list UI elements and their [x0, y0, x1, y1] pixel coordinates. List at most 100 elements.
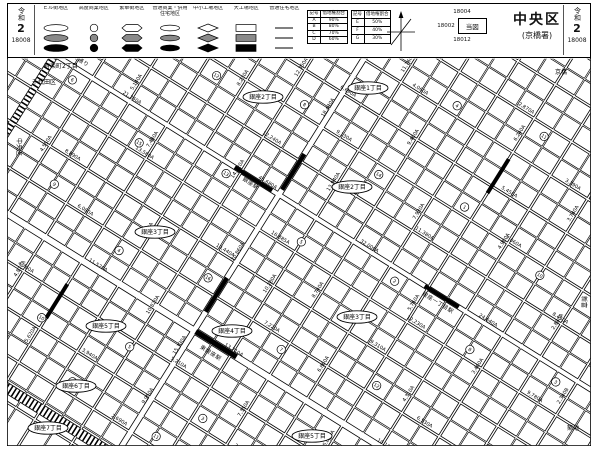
district-oval-label: 銀座5丁目 — [92, 322, 120, 330]
district-oval — [85, 319, 127, 333]
legend-item: 繁華街地区 — [113, 6, 150, 56]
block-number-circle — [276, 344, 286, 355]
block-number: 16 — [204, 274, 212, 282]
block-number: 13 — [222, 170, 230, 178]
district-oval — [336, 310, 378, 324]
district-oval — [55, 379, 97, 393]
block-number: 10 — [535, 272, 543, 280]
block-number: 9 — [51, 181, 57, 188]
block-number-circle — [211, 71, 222, 81]
legend-item-label: 中小工場地区 — [193, 6, 224, 11]
area-label: 京橋 — [555, 68, 567, 76]
block-number: 10 — [37, 314, 45, 322]
block-number: 3 — [553, 379, 559, 386]
station-bars — [44, 152, 511, 360]
block-number-circle — [67, 75, 77, 85]
block-number-circle — [203, 273, 213, 283]
district-oval-label: 銀座5丁目 — [298, 432, 326, 440]
block-number-circle — [151, 431, 161, 442]
legend-item-label: ビル街地区 — [43, 6, 69, 11]
legend-item-label: 大工場地区 — [233, 6, 259, 11]
legend-item: 普通商業・併用住宅地区 — [151, 6, 188, 56]
district-oval — [211, 324, 253, 338]
rate-table-cell: 60% — [320, 36, 348, 44]
district-oval-label: 銀座6丁目 — [62, 382, 90, 390]
block-number-circle — [452, 101, 462, 111]
block-number: 5 — [298, 239, 304, 246]
area-label: 有楽町2丁目 — [44, 62, 78, 70]
district-ovals: 銀座1丁目銀座2丁目銀座2丁目銀座3丁目銀座3丁目銀座4丁目銀座5丁目銀座5丁目… — [27, 81, 389, 443]
rate-table-cell: D — [307, 36, 321, 44]
nav-current-map: 当図 — [457, 18, 487, 34]
district-oval-label: 銀座3丁目 — [343, 313, 371, 321]
block-number: 11 — [152, 433, 160, 441]
district-oval — [27, 421, 69, 435]
rate-table-header: 借地権割合 — [320, 10, 348, 18]
station-bar — [194, 329, 238, 360]
nav-neighbor-bottom[interactable]: 18012 — [453, 37, 471, 43]
block-number-circle — [221, 169, 231, 179]
station-bar — [203, 276, 229, 313]
page-subtitle: (京橋署) — [521, 31, 553, 40]
rate-table-header: 記号 — [350, 9, 365, 20]
station-bar — [423, 284, 460, 309]
era-block-right: 令和 2 18008 — [563, 5, 590, 55]
page-title: 中央区 — [513, 12, 561, 28]
district-oval-label: 銀座2丁目 — [249, 93, 277, 101]
block-number-circle — [374, 170, 384, 180]
district-oval-label: 銀座7丁目 — [34, 424, 62, 432]
legend-item: 普通住宅地区 — [266, 6, 303, 56]
block-number: 15 — [135, 139, 143, 147]
page-number: 18008 — [567, 37, 587, 44]
page-number: 18008 — [11, 37, 31, 44]
rate-table-cell: 30% — [363, 34, 391, 44]
nav-neighbor-top[interactable]: 18004 — [453, 9, 471, 15]
district-oval — [242, 90, 284, 104]
district-oval — [134, 225, 176, 239]
map-nav: 18004 18002 当図 18012 — [425, 9, 499, 55]
district-oval-label: 銀座1丁目 — [354, 84, 382, 92]
district-oval — [291, 429, 333, 443]
district-legend: ビル街地区 高度商業地区繁華街地区普通商業・併用住宅地区中小工場地区 大工場地区 普通… — [37, 6, 303, 56]
legend-item-label: 高度商業地区 — [78, 6, 109, 11]
rate-table-cell: E — [350, 18, 365, 28]
block-number: 4 — [454, 103, 460, 110]
rate-table-cell: G — [350, 34, 365, 44]
district-oval-label: 銀座2丁目 — [338, 183, 366, 191]
block-number-circle — [465, 344, 475, 355]
era-label: 令和 — [17, 7, 26, 21]
block-number-circle — [134, 138, 144, 148]
block-number-circle — [535, 270, 545, 280]
legend-item-label: 普通商業・併用住宅地区 — [152, 6, 188, 17]
legend-item: 大工場地区 — [228, 6, 265, 56]
block-number: 4 — [116, 248, 122, 255]
legend-item: 高度商業地区 — [75, 6, 112, 56]
area-label: 千代田区 — [32, 78, 56, 86]
block-number-circle — [299, 100, 310, 110]
area-label: 中央区 — [15, 138, 23, 156]
block-number: 1 — [461, 204, 467, 211]
district-symbol — [121, 24, 143, 52]
map-canvas: 2,430A3,120A2,870A3,650A4,060A3,390A5,88… — [7, 58, 591, 446]
rate-table-cell: F — [350, 26, 365, 36]
district-symbol — [197, 23, 220, 53]
district-symbol — [160, 24, 180, 52]
compass-icon — [385, 9, 417, 59]
title-block: 中央区 (京橋署) — [503, 12, 571, 41]
year-number: 2 — [573, 22, 581, 35]
nav-neighbor-left[interactable]: 18002 — [437, 23, 455, 29]
block-number: 8 — [467, 347, 473, 354]
district-symbol — [275, 27, 294, 49]
block-number-circle — [125, 342, 135, 352]
area-label: 新富 — [580, 296, 588, 308]
block-number: 7 — [278, 347, 284, 354]
block-numbers: 3729411651281411061513528394167121210538… — [37, 71, 561, 442]
road-value: 10,190A — [376, 438, 397, 446]
block-number: 6 — [69, 77, 75, 84]
era-block-left: 令和 2 18008 — [8, 5, 35, 55]
header: 令和 2 18008 ビル街地区 高度商業地区繁華街地区普通商業・併用住宅地区中小… — [7, 3, 591, 58]
